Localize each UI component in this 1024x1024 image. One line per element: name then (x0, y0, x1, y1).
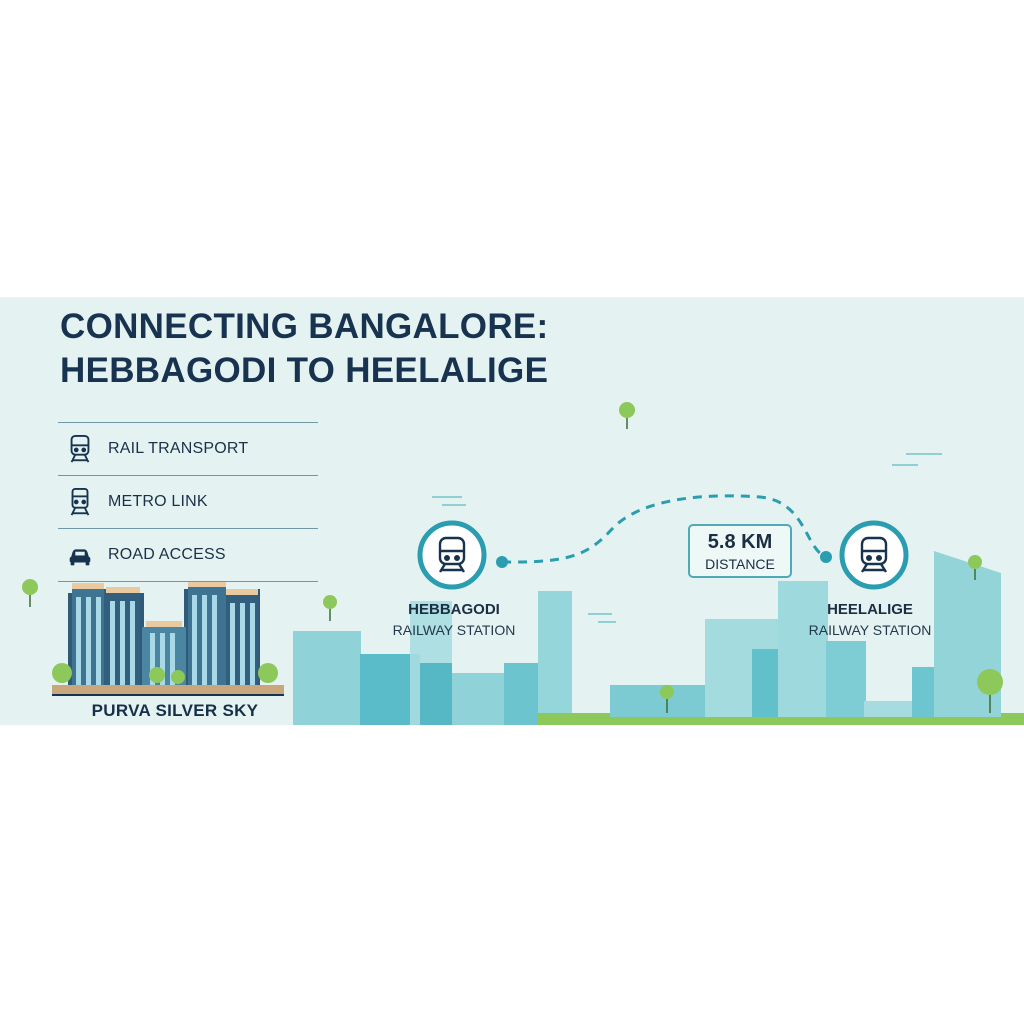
station-name: HEELALIGE (827, 601, 913, 618)
station-type: RAILWAY STATION (392, 622, 516, 638)
city-scene (22, 402, 1024, 725)
heelalige-station-badge (839, 520, 909, 590)
legend-item-metro: METRO LINK (58, 475, 318, 528)
page-title: CONNECTING BANGALORE: HEBBAGODI TO HEELA… (60, 305, 549, 393)
legend-item-rail: RAIL TRANSPORT (58, 422, 318, 475)
transport-legend: RAIL TRANSPORT METRO LINK ROA (58, 422, 318, 582)
route-start-dot (496, 556, 508, 568)
metro-icon (70, 487, 90, 516)
distance-label-box: 5.8 KM DISTANCE (688, 524, 792, 578)
infographic-banner: CONNECTING BANGALORE: HEBBAGODI TO HEELA… (0, 297, 1024, 725)
skyline-left (293, 591, 572, 725)
distance-value: 5.8 KM (707, 531, 773, 553)
train-icon (860, 536, 888, 573)
distance-caption: DISTANCE (705, 556, 775, 572)
purva-silver-sky-building-illustration (52, 581, 284, 696)
project-name: PURVA SILVER SKY (91, 701, 259, 720)
title-line-2: HEBBAGODI TO HEELALIGE (60, 351, 549, 390)
legend-label: METRO LINK (108, 493, 208, 510)
station-hebbagodi: HEBBAGODI RAILWAY STATION (386, 600, 522, 640)
car-icon (69, 549, 91, 566)
legend-item-road: ROAD ACCESS (58, 528, 318, 582)
legend-label: ROAD ACCESS (108, 546, 226, 563)
station-heelalige: HEELALIGE RAILWAY STATION (800, 600, 940, 640)
route-end-dot (820, 551, 832, 563)
train-icon (438, 536, 466, 573)
route-line (501, 494, 827, 564)
wind-lines (432, 453, 942, 623)
trees (22, 402, 1003, 713)
station-type: RAILWAY STATION (808, 622, 932, 638)
title-line-1: CONNECTING BANGALORE: (60, 307, 549, 346)
station-name: HEBBAGODI (408, 601, 500, 618)
train-icon (70, 434, 90, 463)
skyline-right (610, 551, 1001, 717)
hebbagodi-station-badge (417, 520, 487, 590)
legend-label: RAIL TRANSPORT (108, 440, 249, 457)
